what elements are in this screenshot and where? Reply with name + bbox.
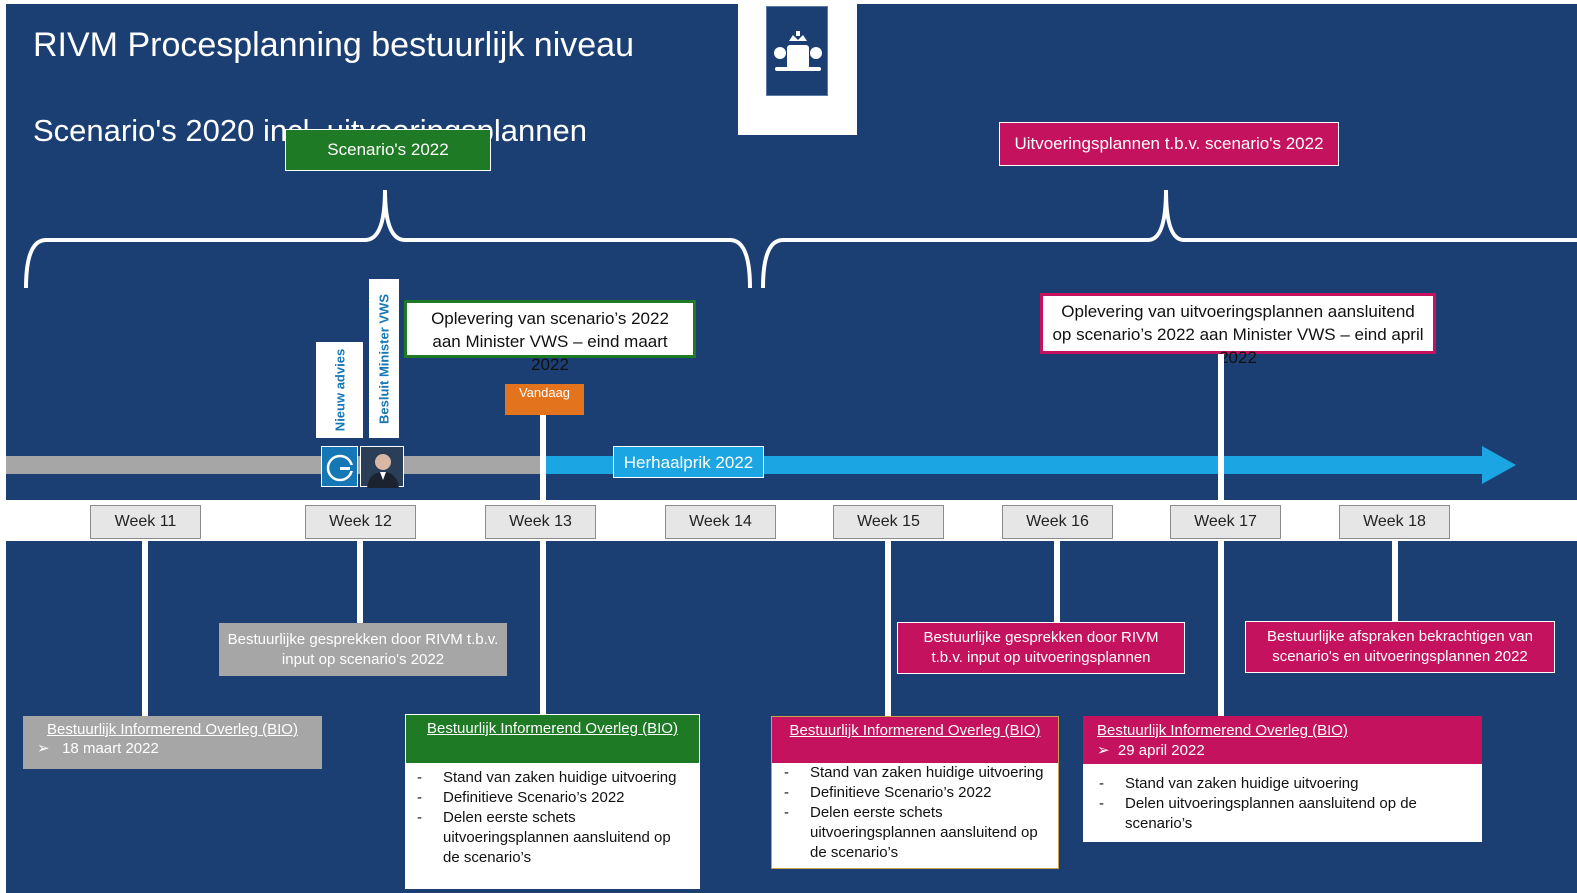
connector-week-12 <box>357 541 363 624</box>
marker-besluit-minister-label: Besluit Minister VWS <box>376 293 392 424</box>
bio-agenda: Stand van zaken huidige uitvoering Defin… <box>772 763 1058 868</box>
bio-agenda: Stand van zaken huidige uitvoering Defin… <box>405 764 700 889</box>
bio-title-text: Bestuurlijk Informerend Overleg (BIO) <box>789 722 1041 739</box>
week-label: Week 16 <box>1002 505 1113 539</box>
week-label: Week 14 <box>665 505 776 539</box>
connector-week-15 <box>885 541 891 717</box>
timeline-future <box>544 456 1484 474</box>
bio-title: Bestuurlijk Informerend Overleg (BIO) <box>405 714 700 764</box>
phase-braces <box>24 189 1577 289</box>
bio-title-text: Bestuurlijk Informerend Overleg (BIO) <box>1097 722 1348 739</box>
connector-week-16 <box>1054 541 1060 623</box>
agenda-item: Delen uitvoeringsplannen aansluitend op … <box>1097 794 1468 834</box>
bio-title-text: Bestuurlijk Informerend Overleg (BIO) <box>47 721 298 738</box>
week-label: Week 15 <box>833 505 944 539</box>
callout-plans-delivery: Oplevering van uitvoeringsplannen aanslu… <box>1040 293 1436 367</box>
today-marker: Vandaag <box>505 384 584 415</box>
brace-uitvoeringsplannen <box>761 189 1577 289</box>
connector-week-17 <box>1218 541 1224 718</box>
phase-label-scenarios: Scenario's 2022 <box>285 129 491 171</box>
rijksoverheid-crest-icon <box>766 6 828 96</box>
timeline-past <box>6 456 546 474</box>
bio-agenda: Stand van zaken huidige uitvoering Delen… <box>1083 764 1482 842</box>
week-label: Week 17 <box>1170 505 1281 539</box>
marker-besluit-minister: Besluit Minister VWS <box>369 279 399 438</box>
bio-title: Bestuurlijk Informerend Overleg (BIO) ➢ … <box>1083 716 1482 764</box>
note-agreements: Bestuurlijke afspraken bekrachtigen van … <box>1245 621 1555 673</box>
week-label: Week 12 <box>305 505 416 539</box>
bullet-arrow-icon: ➢ <box>1097 742 1110 759</box>
bio-card-week-17: Bestuurlijk Informerend Overleg (BIO) ➢ … <box>1083 716 1482 842</box>
week-label: Week 11 <box>90 505 201 539</box>
agenda-item: Definitieve Scenario’s 2022 <box>782 783 1048 803</box>
brace-scenarios <box>24 189 752 289</box>
agenda-item: Stand van zaken huidige uitvoering <box>415 768 690 788</box>
bio-card-week-11: Bestuurlijk Informerend Overleg (BIO) ➢ … <box>23 716 322 769</box>
bio-date-text: 29 april 2022 <box>1117 742 1205 759</box>
bio-title: Bestuurlijk Informerend Overleg (BIO) <box>23 716 322 740</box>
today-line <box>540 415 546 500</box>
agenda-item: Delen eerste schets uitvoeringsplannen a… <box>415 808 690 868</box>
bio-date: ➢ 18 maart 2022 <box>23 740 322 758</box>
connector-week-11 <box>142 541 148 717</box>
marker-nieuw-advies: Nieuw advies <box>316 342 363 438</box>
week-label: Week 18 <box>1339 505 1450 539</box>
agenda-item: Definitieve Scenario’s 2022 <box>415 788 690 808</box>
connector-week-18 <box>1392 541 1398 622</box>
bio-card-week-15: Bestuurlijk Informerend Overleg (BIO) St… <box>771 716 1059 869</box>
bio-date-text: 18 maart 2022 <box>62 740 159 757</box>
agenda-item: Delen eerste schets uitvoeringsplannen a… <box>782 803 1048 863</box>
agenda-item: Stand van zaken huidige uitvoering <box>1097 774 1468 794</box>
booster-label: Herhaalprik 2022 <box>613 446 764 478</box>
plans-delivery-line <box>1218 354 1224 500</box>
bio-title-text: Bestuurlijk Informerend Overleg (BIO) <box>427 720 678 737</box>
marker-nieuw-advies-label: Nieuw advies <box>332 348 347 432</box>
note-talks-scenarios: Bestuurlijke gesprekken door RIVM t.b.v.… <box>219 623 507 676</box>
week-label: Week 13 <box>485 505 596 539</box>
gezondheidsraad-logo-icon <box>321 446 358 487</box>
phase-label-uitvoeringsplannen: Uitvoeringsplannen t.b.v. scenario's 202… <box>999 122 1339 166</box>
minister-portrait-icon <box>360 446 404 488</box>
callout-scenarios-delivery: Oplevering van scenario’s 2022 aan Minis… <box>404 300 696 374</box>
bio-card-week-13: Bestuurlijk Informerend Overleg (BIO) St… <box>405 714 700 889</box>
timeline-arrowhead <box>1482 446 1516 484</box>
agenda-item: Stand van zaken huidige uitvoering <box>782 763 1048 783</box>
connector-week-13 <box>540 541 546 715</box>
bullet-arrow-icon: ➢ <box>37 740 50 757</box>
slide-title: RIVM Procesplanning bestuurlijk niveau <box>33 26 634 64</box>
bio-title: Bestuurlijk Informerend Overleg (BIO) <box>772 717 1058 763</box>
note-talks-plans: Bestuurlijke gesprekken door RIVM t.b.v.… <box>897 622 1185 674</box>
